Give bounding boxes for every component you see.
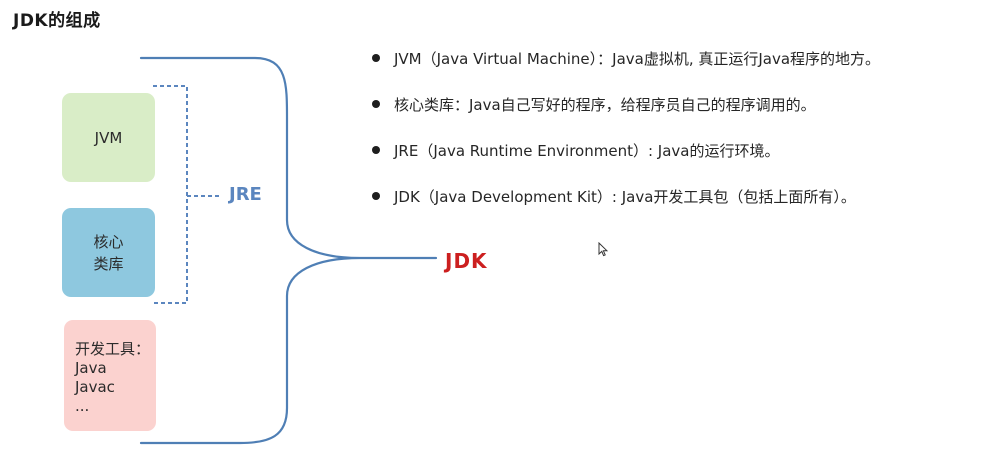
bullet-icon — [372, 146, 380, 154]
core-library-box: 核心类库 — [62, 208, 155, 297]
jvm-box-label: JVM — [94, 128, 123, 147]
jdk-curly-brace — [139, 56, 438, 445]
dev-tools-item: Java — [75, 359, 107, 377]
list-item-text: JDK（Java Development Kit）: Java开发工具包（包括上… — [394, 187, 856, 206]
jre-dashed-bracket — [153, 85, 222, 304]
list-item: 核心类库：Java自己写好的程序，给程序员自己的程序调用的。 — [372, 92, 880, 116]
dev-tools-heading: 开发工具： — [75, 340, 151, 358]
dev-tools-box: 开发工具： Java Javac ... — [64, 320, 156, 431]
page-title: JDK的组成 — [13, 11, 101, 31]
bullet-icon — [372, 100, 380, 108]
dev-tools-item: ... — [75, 397, 90, 415]
list-item-text: 核心类库：Java自己写好的程序，给程序员自己的程序调用的。 — [394, 95, 816, 114]
list-item: JDK（Java Development Kit）: Java开发工具包（包括上… — [372, 184, 880, 208]
list-item: JVM（Java Virtual Machine）：Java虚拟机, 真正运行J… — [372, 46, 880, 70]
mouse-pointer-icon — [598, 241, 609, 261]
jdk-label: JDK — [445, 249, 488, 273]
list-item: JRE（Java Runtime Environment）: Java的运行环境… — [372, 138, 880, 162]
list-item-text: JVM（Java Virtual Machine）：Java虚拟机, 真正运行J… — [394, 49, 881, 68]
list-item-text: JRE（Java Runtime Environment）: Java的运行环境… — [394, 141, 780, 160]
dev-tools-item: Javac — [75, 378, 115, 396]
bullet-icon — [372, 192, 380, 200]
definition-list: JVM（Java Virtual Machine）：Java虚拟机, 真正运行J… — [372, 46, 880, 230]
core-library-box-label: 核心类库 — [93, 232, 124, 273]
jre-label: JRE — [229, 184, 262, 205]
jvm-box: JVM — [62, 93, 155, 182]
bullet-icon — [372, 54, 380, 62]
